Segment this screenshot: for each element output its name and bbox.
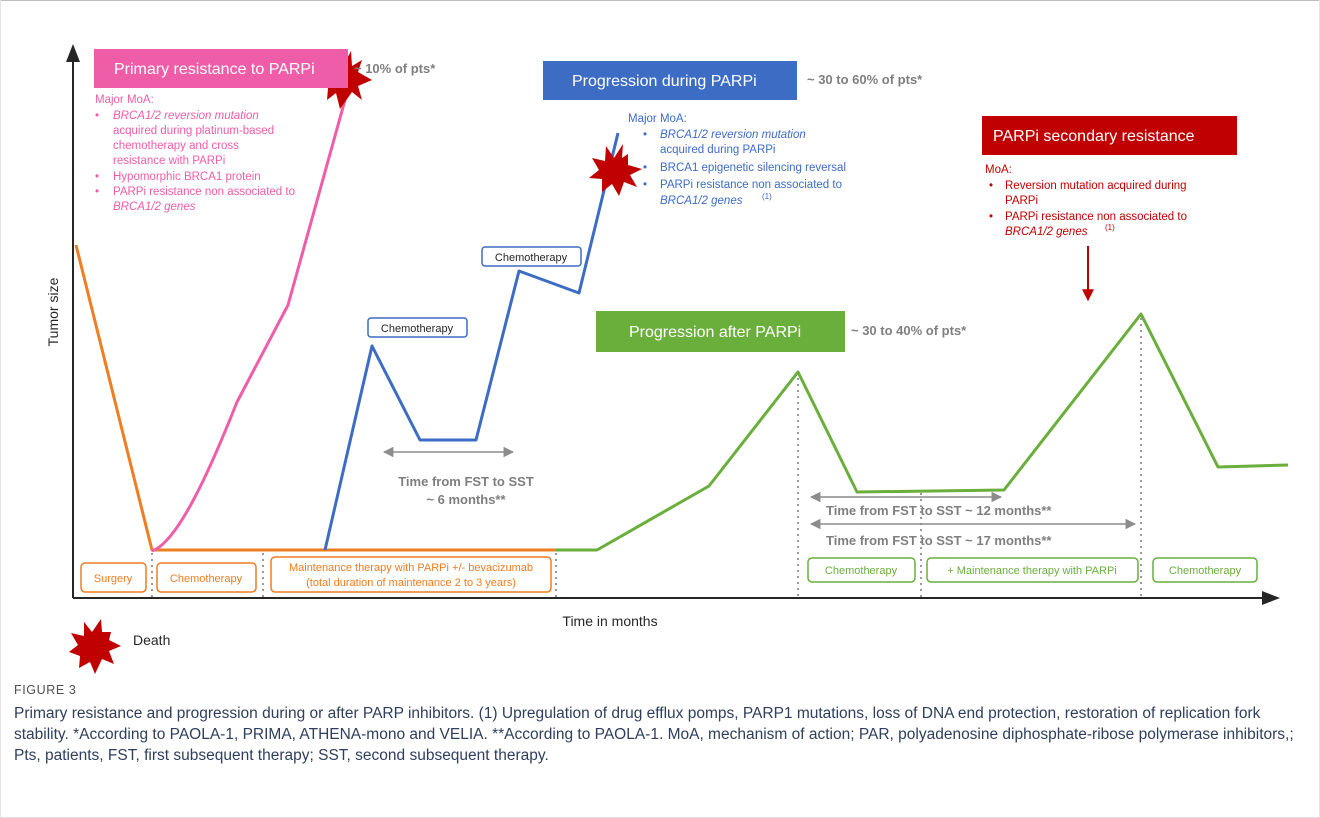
secondary-moa-line-3: PARPi resistance non associated to xyxy=(1005,211,1187,223)
after-maintenance-box xyxy=(926,557,1139,583)
frame-left-border xyxy=(0,0,1,818)
death-burst-during xyxy=(589,144,642,196)
baseline-chemo-box xyxy=(156,562,257,593)
during-moa-line-3: BRCA1 epigenetic silencing reversal xyxy=(660,162,846,174)
progression-during-title-box xyxy=(543,61,797,100)
y-axis-arrowhead xyxy=(66,44,80,62)
primary-moa-line-4: resistance with PARPi xyxy=(113,155,225,167)
during-chemo-box-2 xyxy=(481,246,582,267)
primary-moa-list: • BRCA1/2 reversion mutation acquired du… xyxy=(95,110,295,213)
progression-after-title: Progression after PARPi xyxy=(629,324,801,341)
during-moa-bullet-2: • xyxy=(643,162,647,174)
primary-moa-title: Major MoA: xyxy=(95,94,154,106)
progression-during-pct: ~ 30 to 60% of pts* xyxy=(807,72,923,87)
baseline-chemo-label: Chemotherapy xyxy=(170,573,243,585)
primary-moa-line-5: Hypomorphic BRCA1 protein xyxy=(113,171,261,183)
during-moa-title: Major MoA: xyxy=(628,113,687,125)
during-fst-line-1: Time from FST to SST xyxy=(398,474,534,489)
primary-resistance-title: Primary resistance to PARPi xyxy=(114,61,315,78)
primary-resistance-pct: ~ 10% of pts* xyxy=(354,61,436,76)
after-maintenance-label: + Maintenance therapy with PARPi xyxy=(947,565,1116,577)
secondary-moa-line-2: PARPi xyxy=(1005,195,1038,207)
after-chemo-box xyxy=(807,557,916,583)
primary-moa-bullet-2: • xyxy=(95,171,99,183)
primary-moa-bullet-1: • xyxy=(95,110,99,122)
primary-moa-line-3: chemotherapy and cross xyxy=(113,140,239,152)
during-chemo-label-2: Chemotherapy xyxy=(495,252,568,264)
blue-curve-progression-during xyxy=(323,132,620,551)
during-moa-line-5: BRCA1/2 genes xyxy=(660,195,743,207)
during-moa-bullet-3: • xyxy=(643,179,647,191)
during-moa-line-1: BRCA1/2 reversion mutation xyxy=(660,129,806,141)
figure-caption-text: Primary resistance and progression durin… xyxy=(14,705,1294,764)
baseline-maintenance-line-2: (total duration of maintenance 2 to 3 ye… xyxy=(306,577,516,589)
death-burst-legend xyxy=(69,619,121,674)
figure-label: FIGURE 3 xyxy=(14,683,77,697)
after-fst-12-label: Time from FST to SST ~ 12 months** xyxy=(826,503,1052,518)
during-fst-line-2: ~ 6 months** xyxy=(426,492,506,507)
baseline-maintenance-line-1: Maintenance therapy with PARPi +/- bevac… xyxy=(289,562,533,574)
primary-moa-line-7: BRCA1/2 genes xyxy=(113,201,196,213)
primary-moa-line-6: PARPi resistance non associated to xyxy=(113,186,295,198)
baseline-surgery-label: Surgery xyxy=(94,573,133,585)
primary-moa-line-2: acquired during platinum-based xyxy=(113,125,274,137)
during-chemo-label-1: Chemotherapy xyxy=(381,323,454,335)
secondary-moa-bullet-1: • xyxy=(989,180,993,192)
progression-during-title: Progression during PARPi xyxy=(572,73,757,90)
figure-caption: FIGURE 3 Primary resistance and progress… xyxy=(14,680,1304,766)
during-moa-line-4: PARPi resistance non associated to xyxy=(660,179,842,191)
secondary-moa-list: • Reversion mutation acquired during PAR… xyxy=(989,180,1187,238)
secondary-moa-footnote: (1) xyxy=(1105,223,1115,232)
secondary-resistance-title-box xyxy=(982,116,1237,155)
during-chemo-box-1 xyxy=(367,317,468,338)
secondary-moa-line-4: BRCA1/2 genes xyxy=(1005,226,1088,238)
during-moa-bullet-1: • xyxy=(643,129,647,141)
pink-curve-primary-resistance xyxy=(151,99,347,553)
frame-top-border xyxy=(0,0,1320,1)
y-axis-label: Tumor size xyxy=(45,277,61,346)
x-axis-arrowhead xyxy=(1262,591,1280,605)
secondary-moa-line-1: Reversion mutation acquired during xyxy=(1005,180,1187,192)
primary-resistance-title-box xyxy=(94,49,348,88)
baseline-surgery-box xyxy=(80,562,147,593)
during-moa-footnote: (1) xyxy=(762,192,772,201)
after-chemo-label-2: Chemotherapy xyxy=(1169,565,1242,577)
baseline-maintenance-box xyxy=(270,556,552,593)
secondary-moa-title: MoA: xyxy=(985,164,1012,176)
x-axis-label: Time in months xyxy=(562,613,657,629)
after-fst-17-label: Time from FST to SST ~ 17 months** xyxy=(826,533,1052,548)
progression-after-pct: ~ 30 to 40% of pts* xyxy=(851,323,967,338)
secondary-resistance-title: PARPi secondary resistance xyxy=(993,128,1195,145)
during-moa-line-2: acquired during PARPi xyxy=(660,144,776,156)
after-chemo-box-2 xyxy=(1152,557,1258,583)
legend-death-label: Death xyxy=(133,632,170,648)
progression-after-title-box xyxy=(596,311,845,352)
after-chemo-label: Chemotherapy xyxy=(825,565,898,577)
primary-moa-bullet-3: • xyxy=(95,186,99,198)
during-moa-list: • BRCA1/2 reversion mutation acquired du… xyxy=(643,129,846,207)
primary-moa-line-1: BRCA1/2 reversion mutation xyxy=(113,110,259,122)
secondary-moa-bullet-2: • xyxy=(989,211,993,223)
